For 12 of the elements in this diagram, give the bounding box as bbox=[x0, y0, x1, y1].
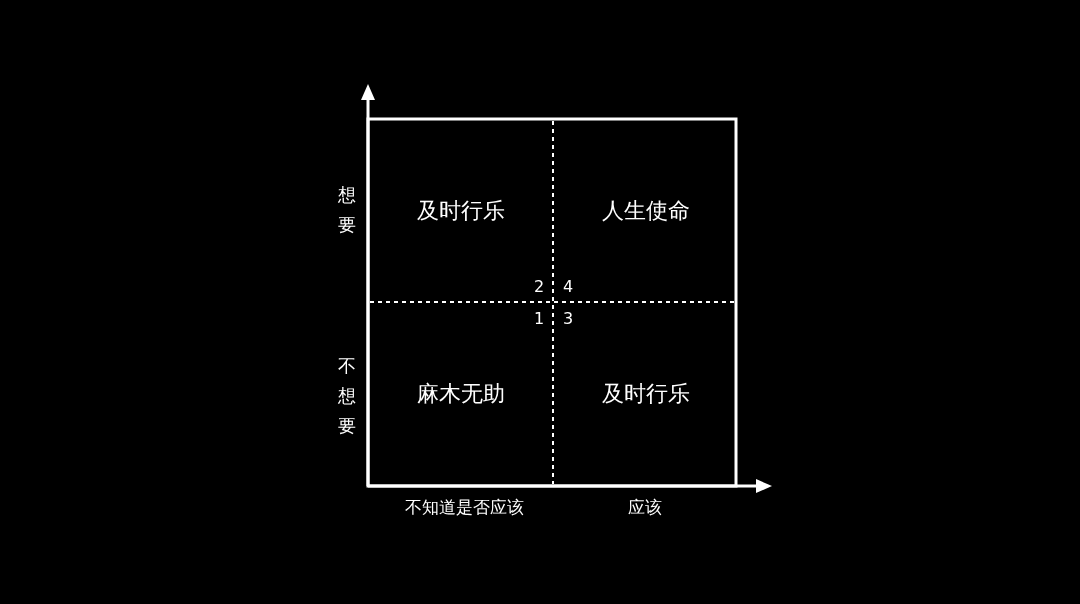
quadrant-number: 2 bbox=[534, 278, 545, 296]
quadrant-label: 人生使命 bbox=[601, 196, 690, 225]
quadrant-label: 及时行乐 bbox=[601, 380, 690, 408]
axis-label: 应该 bbox=[628, 496, 662, 519]
quadrant-number: 1 bbox=[534, 310, 545, 328]
quadrant-label: 麻木无助 bbox=[416, 380, 505, 408]
quadrant-label: 及时行乐 bbox=[416, 196, 505, 225]
axis-label: 不想要 bbox=[338, 354, 356, 438]
axis-label: 不知道是否应该 bbox=[404, 496, 524, 519]
quadrant-number: 4 bbox=[563, 278, 574, 296]
quadrant-number: 3 bbox=[563, 310, 574, 328]
axis-label: 想要 bbox=[338, 183, 356, 237]
